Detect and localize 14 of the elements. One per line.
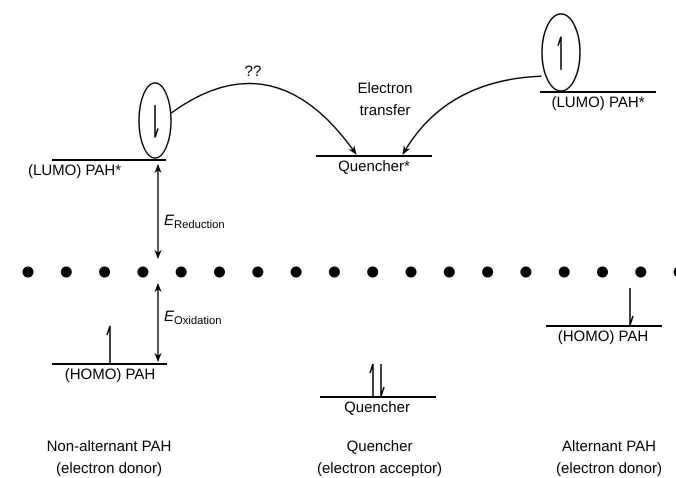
column-caption: Non-alternant PAH (electron donor) [46,437,172,478]
energy-level-label: (LUMO) PAH* [28,160,122,180]
column-caption: Quencher (electron acceptor) [316,437,443,478]
process-label: Electron transfer [356,79,414,121]
energy-level-label: (HOMO) PAH [556,326,650,346]
energy-level-label: (LUMO) PAH* [550,92,646,112]
energy-gap-label: E$_{Reduction}$ [164,211,226,232]
energy-level-label: Quencher [343,398,411,418]
energy-gap-label: E$_{Oxidation}$ [164,307,223,328]
energy-level-label: (HOMO) PAH [64,364,156,384]
energy-level-label: Quencher* [337,156,411,176]
column-caption: Alternant PAH (electron donor) [555,437,663,478]
curved-arrow [171,82,357,155]
curved-arrow [402,76,542,155]
